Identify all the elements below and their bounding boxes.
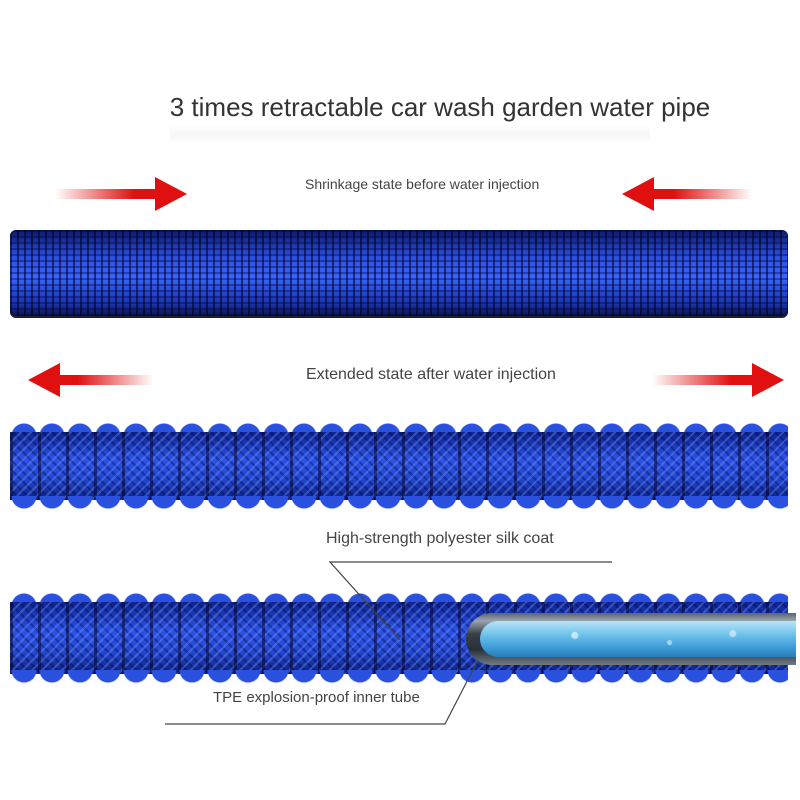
page-title: 3 times retractable car wash garden wate…	[169, 92, 711, 122]
arrow-right-icon	[55, 177, 187, 211]
water-in-tube	[480, 621, 796, 657]
arrow-left-icon	[28, 363, 153, 397]
polyester-coat-callout: High-strength polyester silk coat	[326, 530, 554, 547]
title-reflection	[170, 124, 650, 144]
shrunk-hose	[10, 230, 788, 318]
extended-state-label: Extended state after water injection	[306, 366, 556, 383]
inner-tube-cutaway	[466, 613, 796, 665]
shrinkage-state-label: Shrinkage state before water injection	[305, 176, 540, 192]
extended-hose	[10, 420, 788, 512]
arrow-right-icon	[652, 363, 784, 397]
arrow-left-icon	[622, 177, 752, 211]
inner-tube-callout: TPE explosion-proof inner tube	[213, 689, 420, 706]
